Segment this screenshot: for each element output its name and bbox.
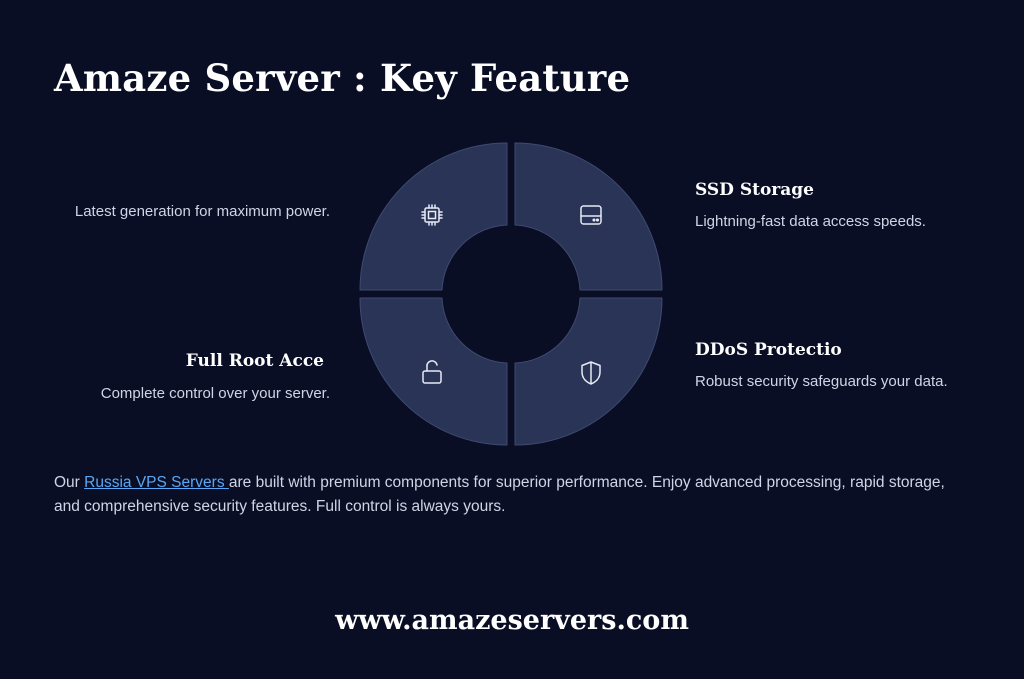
- feature-title: SSD Storage: [695, 180, 814, 200]
- feature-wheel: [359, 142, 663, 446]
- hard-drive-icon: [580, 205, 602, 225]
- wheel-segment-bottom-right: [514, 297, 663, 446]
- summary-paragraph: Our Russia VPS Servers are built with pr…: [54, 471, 964, 519]
- feature-title: DDoS Protectio: [695, 340, 842, 360]
- shield-icon: [581, 361, 601, 385]
- website-url: www.amazeservers.com: [335, 605, 689, 636]
- feature-description: Lightning-fast data access speeds.: [695, 213, 926, 230]
- russia-vps-servers-link[interactable]: Russia VPS Servers: [84, 474, 229, 491]
- paragraph-body: are built with premium components for su…: [54, 474, 945, 515]
- paragraph-prefix: Our: [54, 474, 85, 491]
- cpu-icon: [421, 204, 443, 226]
- feature-ssd-storage: SSD Storage Lightning-fast data access s…: [695, 180, 985, 234]
- page-title: Amaze Server : Key Feature: [54, 56, 631, 100]
- feature-full-root-access: Full Root Acce Complete control over you…: [40, 351, 330, 406]
- feature-description: Latest generation for maximum power.: [74, 203, 330, 220]
- unlock-icon: [422, 360, 442, 384]
- feature-cpu: Latest generation for maximum power.: [60, 199, 336, 224]
- feature-ddos-protection: DDoS Protectio Robust security safeguard…: [695, 340, 965, 394]
- feature-description: Robust security safeguards your data.: [695, 373, 948, 390]
- feature-description: Complete control over your server.: [100, 385, 330, 402]
- wheel-segment-top-left: [359, 142, 508, 291]
- feature-title: Full Root Acce: [185, 351, 324, 371]
